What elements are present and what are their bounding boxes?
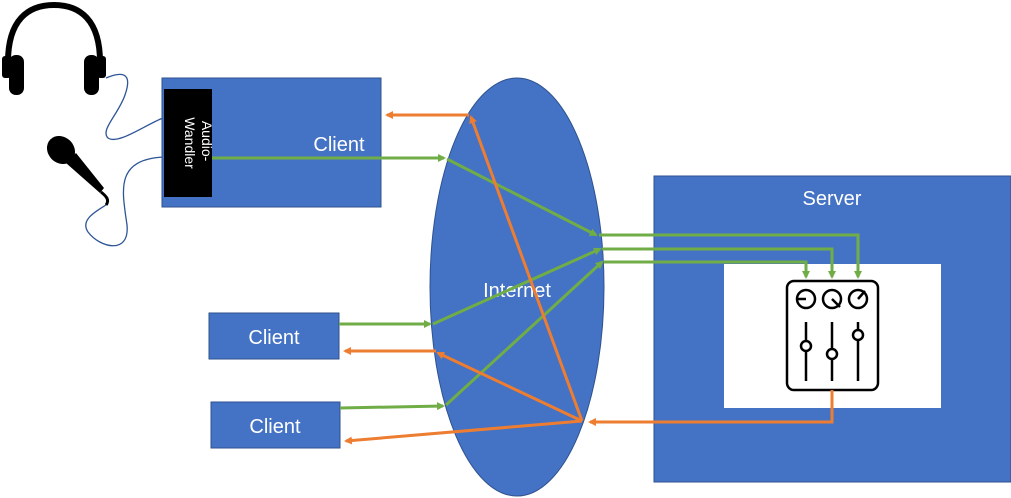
arrow-internet-to-hub-3 bbox=[444, 260, 604, 407]
audio-converter-box bbox=[164, 89, 212, 197]
arrow-hub-to-internet-top bbox=[469, 115, 584, 422]
audio-converter-label: Audio- Wandler bbox=[182, 117, 215, 169]
arrow-hub-to-client3 bbox=[344, 419, 583, 445]
arrow-hub-to-internet-left bbox=[436, 351, 583, 423]
arrow-hub-to-mixer-2 bbox=[602, 247, 836, 279]
client-main-label: Client bbox=[313, 134, 365, 156]
arrow-hub-to-mixer-3 bbox=[599, 233, 862, 279]
server-label: Server bbox=[803, 188, 862, 210]
client-3-box bbox=[210, 401, 341, 449]
upstream-arrows bbox=[212, 154, 862, 411]
arrow-client3-to-internet bbox=[339, 402, 445, 411]
downstream-arrows bbox=[343, 111, 834, 445]
microphone-cable bbox=[85, 156, 164, 247]
arrow-internet-to-hub-2 bbox=[432, 247, 602, 326]
client-2-box bbox=[208, 312, 340, 360]
client-2-label: Client bbox=[248, 327, 300, 349]
internet-label: Internet bbox=[483, 280, 551, 302]
headphone-cable bbox=[105, 73, 164, 141]
arrow-hub-to-mixer-1 bbox=[604, 260, 810, 279]
arrow-internet-to-hub-1 bbox=[446, 157, 598, 237]
headphones-icon bbox=[2, 1, 106, 95]
arrow-mixer-to-internet bbox=[588, 390, 834, 426]
client-3-label: Client bbox=[249, 416, 301, 438]
microphone-icon bbox=[46, 135, 110, 206]
